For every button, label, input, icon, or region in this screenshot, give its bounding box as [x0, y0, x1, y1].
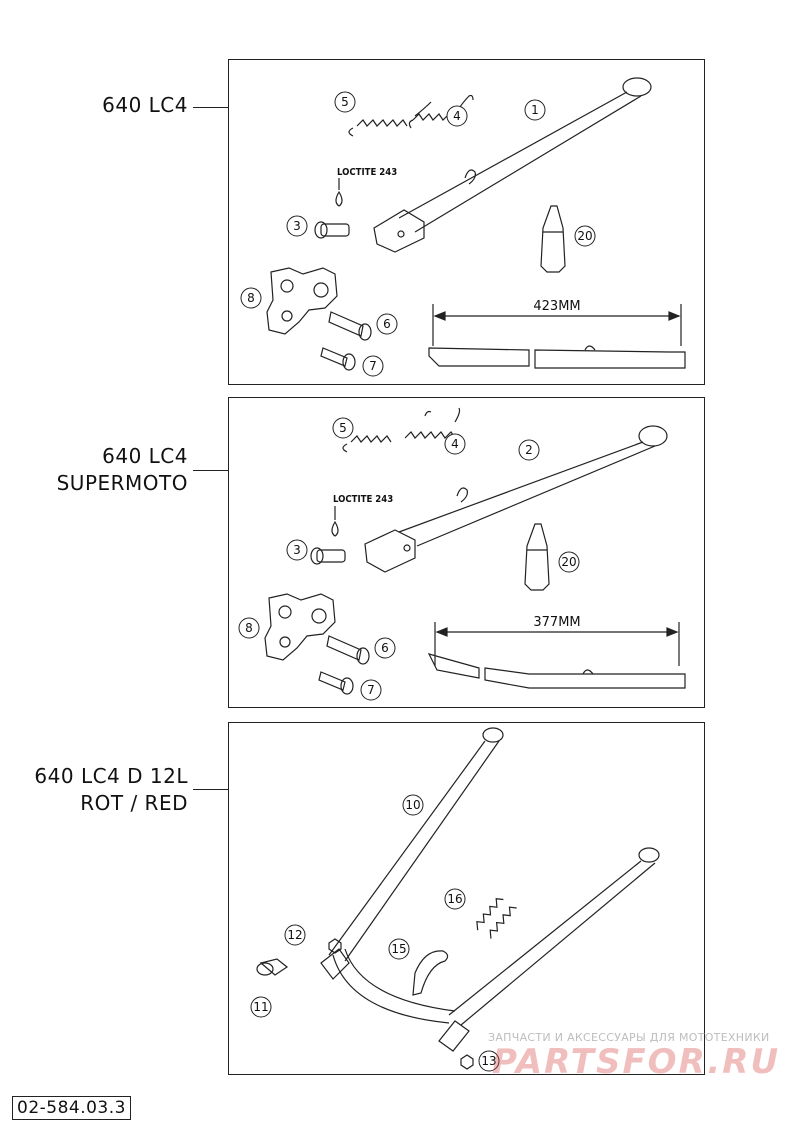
callout-number: 8: [245, 621, 253, 635]
callout-16: [444, 888, 466, 910]
callout-11: [250, 996, 272, 1018]
watermark-logo: PARTSFOR.RU: [492, 1042, 781, 1082]
callout-13: [478, 1050, 500, 1072]
callout-number: 7: [369, 359, 377, 373]
bolt-11: [259, 958, 289, 976]
bolt-6: [326, 635, 362, 661]
callout-number: 16: [447, 892, 462, 906]
callout-number: 15: [391, 942, 406, 956]
callout-2: [518, 439, 540, 461]
loctite-drop: [331, 520, 339, 537]
model-line: 640 LC4: [102, 93, 188, 117]
callout-number: 8: [247, 291, 255, 305]
callout-10: [402, 794, 424, 816]
side-stand-diagram: 1 5 4 3 20 8 6 7 LOCTITE 243 423MM: [240, 77, 686, 377]
mounting-bracket-8: [266, 267, 338, 335]
loctite-note: LOCTITE 243: [333, 494, 393, 505]
callout-3: [286, 539, 308, 561]
nut-12: [328, 938, 342, 954]
nut-13: [460, 1054, 474, 1070]
leader-line: [193, 789, 229, 790]
stand-pivot-block: [364, 529, 416, 573]
diagram-panel-640-lc4-d-12l: 10 12 11 16 15 13: [228, 722, 705, 1075]
bolt-3: [320, 223, 350, 237]
spring-5: [350, 435, 392, 443]
spring-bracket-15: [412, 950, 449, 996]
diagram-panel-640-lc4: 1 5 4 3 20 8 6 7 LOCTITE 243 423MM: [228, 59, 705, 385]
callout-1: [524, 99, 546, 121]
spring-5: [356, 119, 408, 127]
side-stand-diagram: 2 5 4 3 20 8 6 7 LOCTITE 243 377MM: [238, 407, 686, 701]
callout-20: [574, 225, 596, 247]
callout-number: 10: [405, 798, 420, 812]
dimension-label: 423MM: [533, 299, 580, 314]
model-label-640-lc4: 640 LC4: [60, 92, 188, 119]
stand-foot-plate: [482, 727, 504, 743]
spring-16: [476, 898, 504, 931]
callout-3: [286, 215, 308, 237]
callout-6: [374, 637, 396, 659]
callout-number: 2: [525, 443, 533, 457]
callout-number: 6: [383, 317, 391, 331]
watermark-caption: ЗАПЧАСТИ И АКСЕССУАРЫ ДЛЯ МОТОТЕХНИКИ: [488, 1031, 770, 1044]
dimension-label: 377MM: [533, 615, 580, 630]
callout-number: 4: [453, 109, 461, 123]
callout-12: [284, 924, 306, 946]
callout-number: 5: [339, 421, 347, 435]
model-label-640-lc4-d-12l: 640 LC4 D 12L ROT / RED: [30, 763, 188, 817]
spring-4: [404, 431, 456, 439]
model-line: 640 LC4 D 12L: [34, 764, 188, 788]
bolt-3: [316, 549, 346, 563]
callout-number: 5: [341, 95, 349, 109]
callout-number: 4: [451, 437, 459, 451]
bolt-7: [318, 671, 346, 691]
callout-8: [238, 617, 260, 639]
callout-8: [240, 287, 262, 309]
leader-line: [193, 470, 229, 471]
callout-number: 6: [381, 641, 389, 655]
document-code: 02-584.03.3: [12, 1096, 131, 1120]
bolt-7: [320, 347, 348, 367]
stand-side-view: [428, 347, 530, 367]
callout-number: 20: [561, 555, 576, 569]
stand-crossbar: [332, 954, 450, 1024]
callout-number: 3: [293, 543, 301, 557]
leader-line: [193, 107, 229, 108]
callout-7: [360, 679, 382, 701]
stand-pivot-block: [373, 209, 425, 253]
loctite-note: LOCTITE 243: [337, 167, 397, 178]
callout-7: [362, 355, 384, 377]
callout-number: 20: [577, 229, 592, 243]
stand-side-view: [427, 653, 480, 679]
callout-5: [334, 91, 356, 113]
callout-number: 7: [367, 683, 375, 697]
stand-foot-plate: [622, 77, 652, 97]
loctite-tube-20: [540, 205, 566, 273]
callout-5: [332, 417, 354, 439]
model-line: 640 LC4: [102, 444, 188, 468]
callout-4: [444, 433, 466, 455]
callout-20: [558, 551, 580, 573]
stand-foot-plate: [638, 847, 660, 863]
model-line: SUPERMOTO: [56, 471, 188, 495]
diagram-panel-640-lc4-supermoto: 2 5 4 3 20 8 6 7 LOCTITE 243 377MM: [228, 397, 705, 708]
model-label-640-lc4-supermoto: 640 LC4 SUPERMOTO: [40, 443, 188, 497]
callout-4: [446, 105, 468, 127]
loctite-drop: [335, 190, 343, 207]
mounting-bracket-8: [264, 593, 336, 661]
loctite-tube-20: [524, 523, 550, 591]
callout-number: 1: [531, 103, 539, 117]
callout-number: 11: [253, 1000, 268, 1014]
callout-15: [388, 938, 410, 960]
callout-6: [376, 313, 398, 335]
bolt-6: [328, 311, 364, 337]
callout-number: 3: [293, 219, 301, 233]
model-line: ROT / RED: [80, 791, 188, 815]
center-stand-diagram: 10 12 11 16 15 13: [250, 727, 660, 1072]
callout-number: 12: [287, 928, 302, 942]
stand-foot-plate: [638, 425, 668, 447]
callout-number: 13: [481, 1054, 496, 1068]
